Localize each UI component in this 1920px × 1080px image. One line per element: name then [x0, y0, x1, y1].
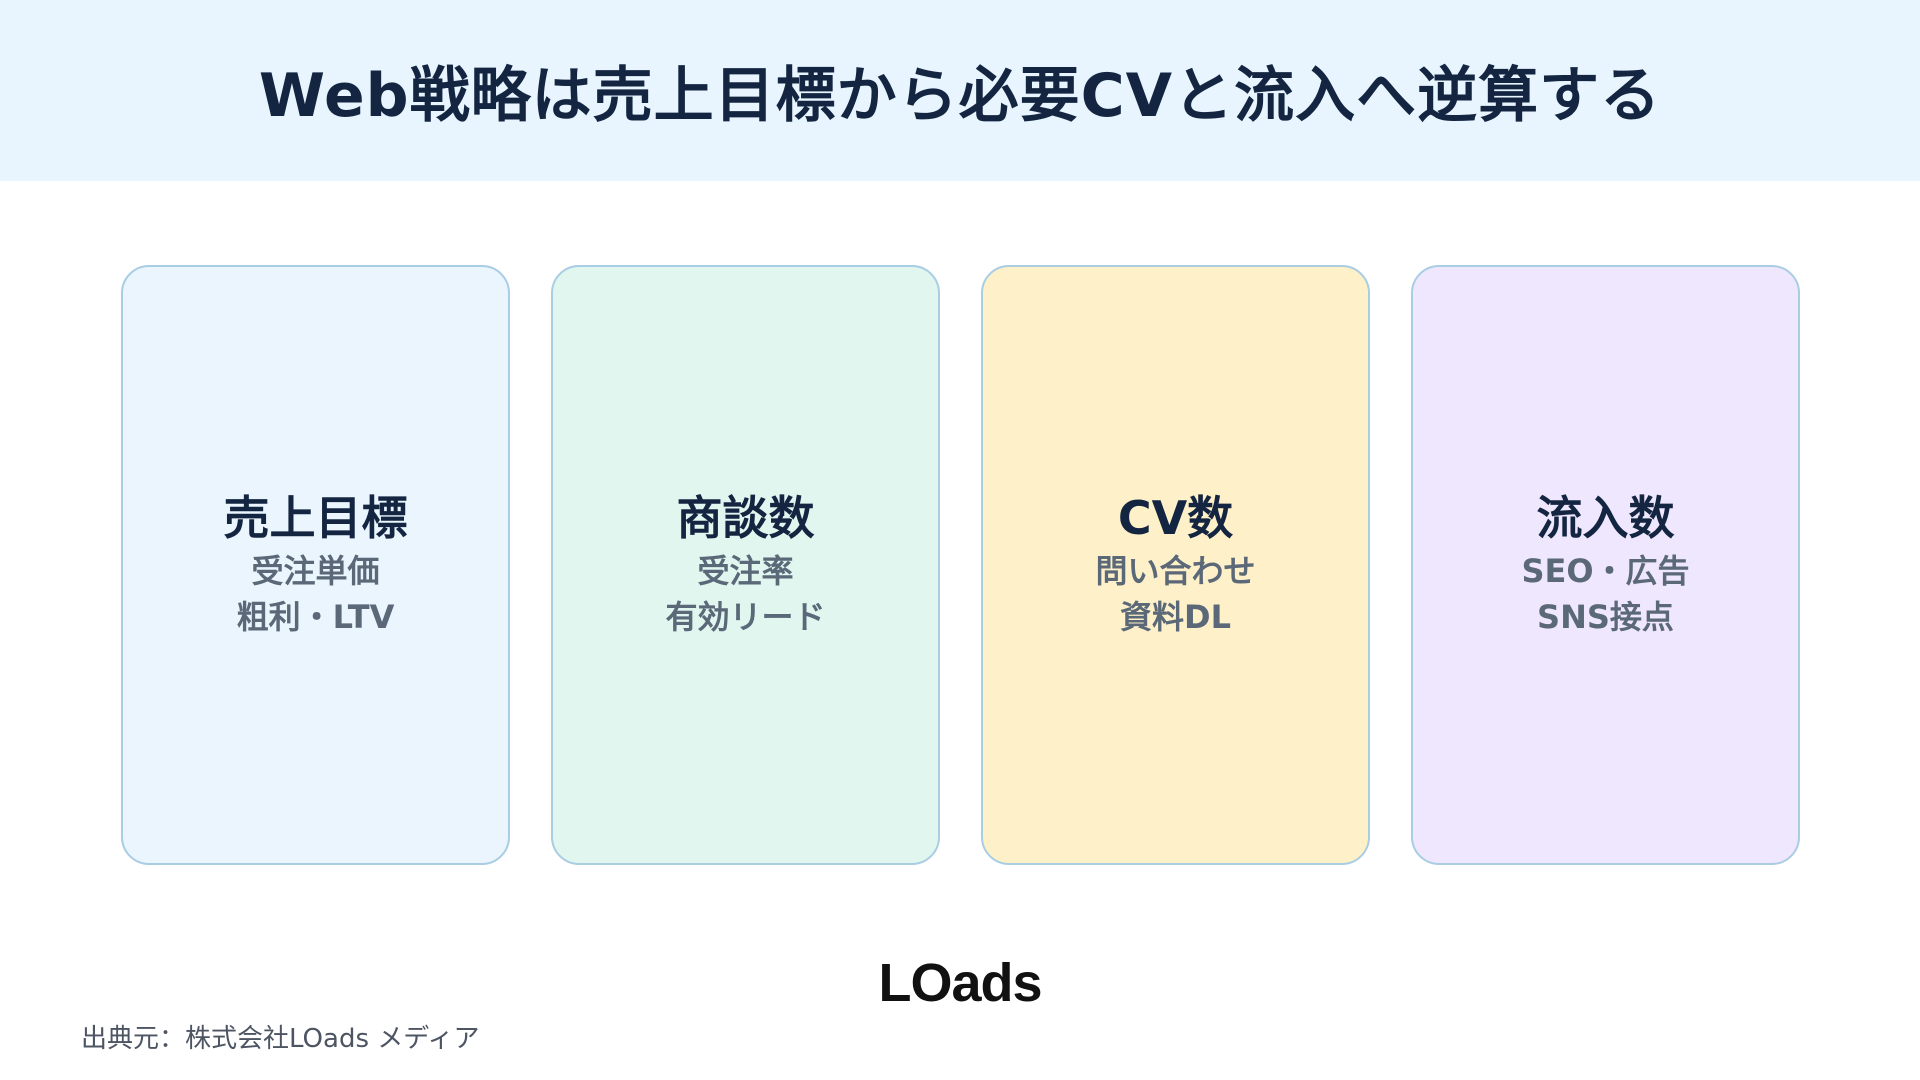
card-detail: 問い合わせ	[1095, 552, 1256, 590]
card-title: CV数	[1117, 491, 1234, 545]
card-detail: 受注率	[697, 552, 794, 590]
page-title: Web戦略は売上目標から必要CVと流入へ逆算する	[258, 61, 1662, 131]
card-title: 商談数	[676, 491, 815, 545]
card-detail: 資料DL	[1120, 598, 1231, 636]
card-detail: 有効リード	[665, 598, 826, 636]
card-detail: 粗利・LTV	[236, 598, 395, 636]
card-traffic: 流入数 SEO・広告 SNS接点	[1411, 265, 1800, 865]
card-detail: SEO・広告	[1521, 552, 1690, 590]
header-banner: Web戦略は売上目標から必要CVと流入へ逆算する	[0, 0, 1920, 181]
card-detail: SNS接点	[1537, 598, 1674, 636]
card-deals: 商談数 受注率 有効リード	[551, 265, 940, 865]
brand-logo: LOads	[878, 953, 1042, 1013]
card-detail: 受注単価	[251, 552, 380, 590]
source-credit: 出典元：株式会社LOads メディア	[81, 1024, 480, 1054]
card-sales-target: 売上目標 受注単価 粗利・LTV	[121, 265, 510, 865]
card-title: 売上目標	[223, 491, 408, 545]
card-conversions: CV数 問い合わせ 資料DL	[981, 265, 1370, 865]
card-title: 流入数	[1536, 491, 1675, 545]
funnel-cards: 売上目標 受注単価 粗利・LTV 商談数 受注率 有効リード CV数 問い合わせ…	[121, 265, 1800, 865]
